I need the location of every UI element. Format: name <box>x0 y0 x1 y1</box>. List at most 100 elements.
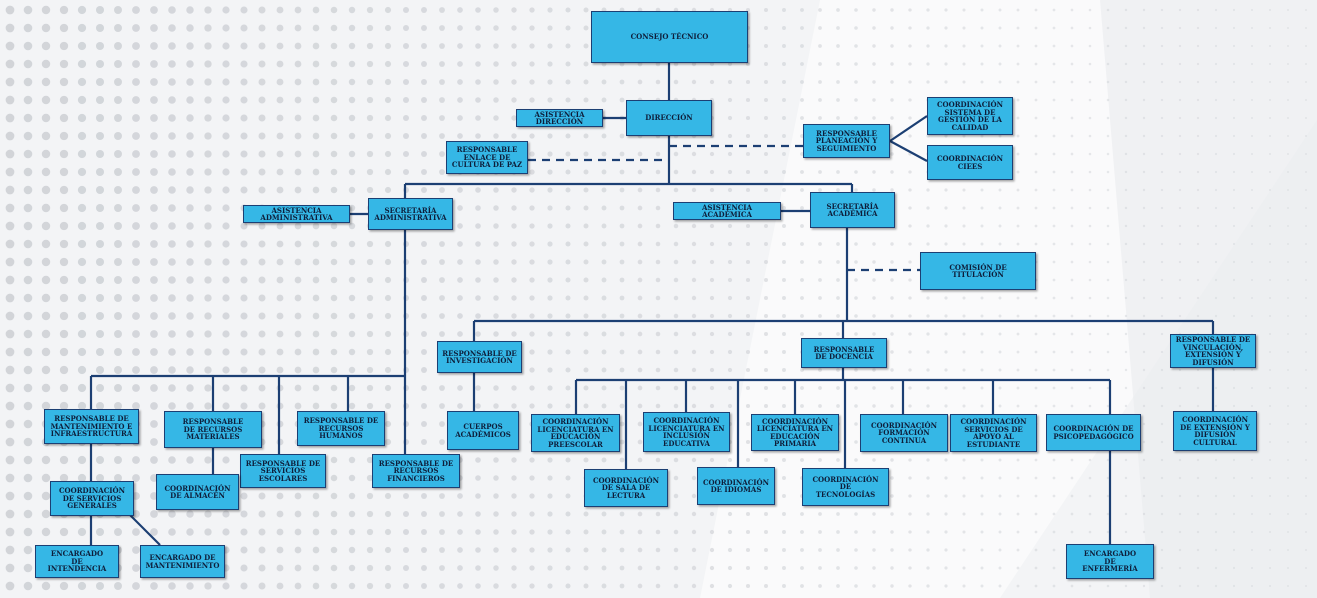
background-dot <box>709 187 715 193</box>
background-dot <box>41 293 51 303</box>
background-dot <box>439 403 445 409</box>
background-dot <box>1034 476 1038 480</box>
background-dot <box>998 476 1002 480</box>
background-dot <box>998 314 1002 318</box>
background-dot <box>836 188 840 192</box>
background-dot <box>836 62 840 66</box>
background-dot <box>59 401 69 411</box>
background-dot <box>348 330 356 338</box>
background-dot <box>1286 206 1290 210</box>
background-dot <box>1070 98 1074 102</box>
background-dot <box>23 113 33 123</box>
background-dot <box>962 530 966 534</box>
background-dot <box>457 259 463 265</box>
background-dot <box>908 44 912 48</box>
background-dot <box>1160 206 1164 210</box>
background-dot <box>1034 566 1038 570</box>
background-dot <box>1286 476 1290 480</box>
background-dot <box>475 331 481 337</box>
background-dot <box>1214 368 1218 372</box>
background-dot <box>1088 152 1092 156</box>
background-dot <box>529 403 535 409</box>
background-dot <box>1214 530 1218 534</box>
background-dot <box>312 402 320 410</box>
background-dot <box>1214 98 1218 102</box>
background-dot <box>1142 98 1146 102</box>
background-dot <box>1052 512 1056 516</box>
background-dot <box>727 151 733 157</box>
background-dot <box>529 475 535 481</box>
background-dot <box>637 403 643 409</box>
background-dot <box>782 26 786 30</box>
background-dot <box>1232 386 1236 390</box>
background-dot <box>872 62 876 66</box>
background-dot <box>727 223 733 229</box>
background-dot <box>800 332 804 336</box>
background-dot <box>908 260 912 264</box>
background-dot <box>745 151 751 157</box>
background-dot <box>836 260 840 264</box>
background-dot <box>186 78 194 86</box>
background-dot <box>872 44 876 48</box>
background-dot <box>872 260 876 264</box>
background-dot <box>547 583 553 589</box>
background-dot <box>240 564 248 572</box>
background-dot <box>637 79 643 85</box>
background-dot <box>854 332 858 336</box>
node-coord-servicios-generales: COORDINACIÓN DE SERVICIOS GENERALES <box>50 481 134 516</box>
background-dot <box>872 116 876 120</box>
background-dot <box>150 222 158 230</box>
background-dot <box>782 278 786 282</box>
background-dot <box>1142 296 1146 300</box>
background-dot <box>1305 45 1307 47</box>
background-dot <box>1124 278 1128 282</box>
background-dot <box>1178 80 1182 84</box>
background-dot <box>1305 549 1307 551</box>
background-dot <box>1232 134 1236 138</box>
background-dot <box>1106 26 1110 30</box>
background-dot <box>222 42 230 50</box>
background-dot <box>1124 242 1128 246</box>
background-dot <box>908 530 912 534</box>
background-dot <box>23 365 33 375</box>
background-dot <box>1034 584 1038 588</box>
background-dot <box>818 332 822 336</box>
background-dot <box>601 367 607 373</box>
background-dot <box>348 582 356 590</box>
background-dot <box>168 204 176 212</box>
node-label: SECRETARÍA ACADÉMICA <box>826 201 879 218</box>
background-dot <box>330 510 338 518</box>
background-dot <box>1286 530 1290 534</box>
background-dot <box>800 368 804 372</box>
background-dot <box>1034 458 1038 462</box>
background-dot <box>132 60 140 68</box>
background-dot <box>457 295 463 301</box>
background-dot <box>5 527 15 537</box>
background-dot <box>673 367 679 373</box>
background-dot <box>330 6 338 14</box>
background-dot <box>655 583 661 589</box>
node-label: COORDINACIÓN DE TECNOLOGÍAS <box>812 474 879 499</box>
background-dot <box>818 548 822 552</box>
background-dot <box>673 313 679 319</box>
background-dot <box>1070 224 1074 228</box>
background-dot <box>276 60 284 68</box>
background-dot <box>691 367 697 373</box>
background-dot <box>312 96 320 104</box>
background-dot <box>186 402 194 410</box>
background-dot <box>312 366 320 374</box>
node-coord-tecnologias: COORDINACIÓN DE TECNOLOGÍAS <box>802 468 889 506</box>
background-dot <box>204 222 212 230</box>
background-dot <box>1214 152 1218 156</box>
background-dot <box>312 168 320 176</box>
background-dot <box>312 384 320 392</box>
background-dot <box>1178 548 1182 552</box>
background-dot <box>1196 386 1200 390</box>
background-dot <box>1196 548 1200 552</box>
background-dot <box>23 329 33 339</box>
background-dot <box>439 79 445 85</box>
background-dot <box>782 98 786 102</box>
background-dot <box>890 458 894 462</box>
background-dot <box>59 113 69 123</box>
background-dot <box>673 565 679 571</box>
